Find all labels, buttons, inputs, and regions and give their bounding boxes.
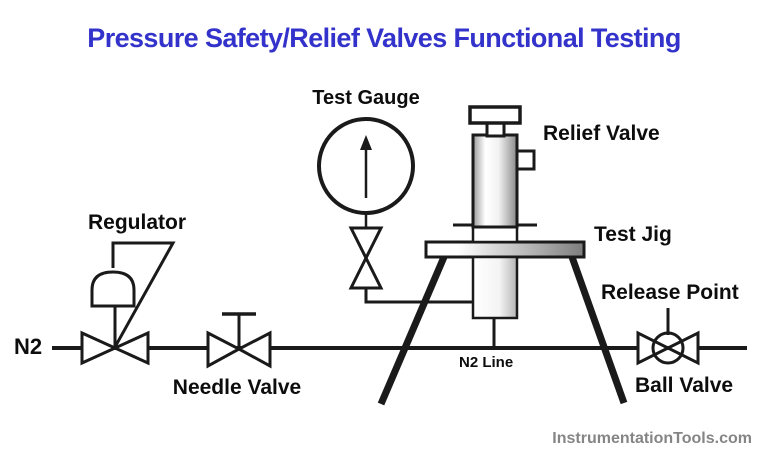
test-gauge-symbol (317, 117, 415, 230)
jig-left-leg (377, 255, 448, 406)
jig-right-leg (568, 255, 628, 405)
relief-valve-symbol (453, 105, 537, 348)
regulator-label: Regulator (87, 211, 186, 234)
relief-valve-stem (485, 121, 506, 138)
regulator-spring-flag (111, 241, 176, 348)
gauge-isolation-valve-symbol (348, 226, 473, 304)
watermark: InstrumentationTools.com (552, 430, 752, 447)
gauge-tubing (364, 288, 473, 304)
needle-valve-symbol (206, 312, 272, 369)
relief-valve-lower-body (471, 255, 519, 320)
ball-valve-symbol (636, 308, 700, 366)
relief-valve-cap (468, 105, 522, 125)
relief-valve-label: Relief Valve (543, 122, 660, 145)
ball-valve-label: Ball Valve (635, 374, 734, 397)
test-jig-label: Test Jig (594, 223, 672, 246)
regulator-symbol (80, 241, 176, 366)
regulator-diaphragm (90, 270, 136, 308)
needle-valve-label: Needle Valve (172, 376, 302, 399)
gauge-needle-arrowhead (360, 135, 372, 150)
release-point-label: Release Point (601, 281, 739, 304)
relief-valve-body (471, 133, 519, 229)
test-jig-symbol (377, 240, 628, 406)
n2-label: N2 (14, 334, 43, 359)
relief-valve-outlet-nub (515, 149, 536, 171)
n2-line-label: N2 Line (459, 354, 514, 371)
ball-valve-ball (651, 331, 685, 365)
page-title: Pressure Safety/Relief Valves Functional… (87, 23, 681, 53)
test-gauge-label: Test Gauge (312, 87, 420, 109)
jig-plate (424, 240, 586, 259)
